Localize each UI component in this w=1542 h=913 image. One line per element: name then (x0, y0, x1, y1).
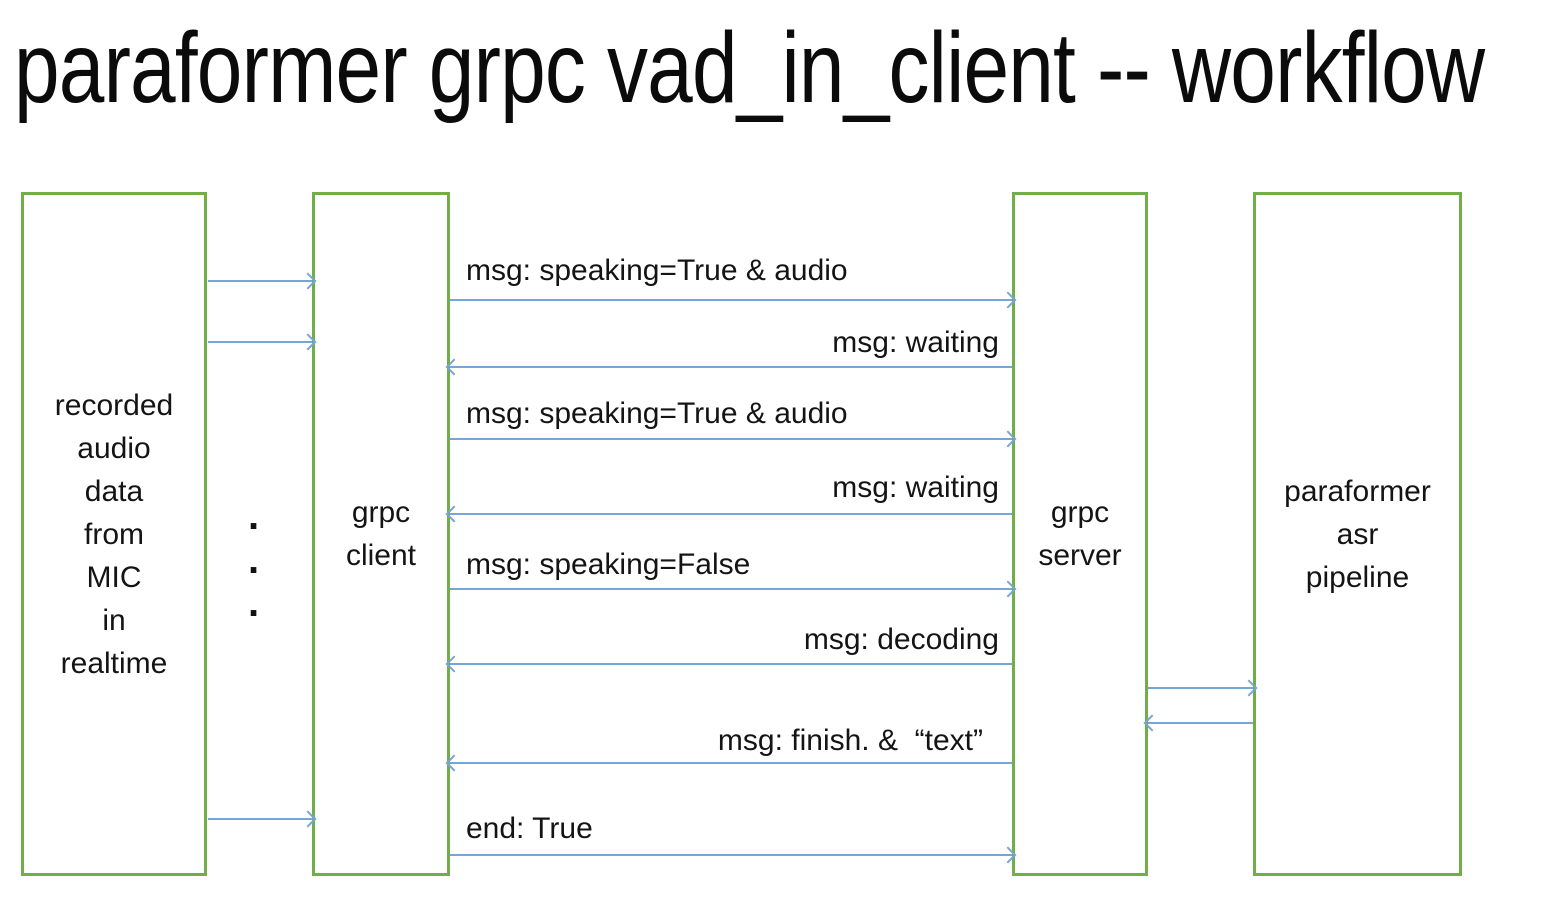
message-label-speaking-true-1: msg: speaking=True & audio (466, 254, 848, 287)
page-title: paraformer grpc vad_in_client -- workflo… (14, 12, 1485, 124)
arrow-mic-to-client-2 (208, 333, 317, 351)
box-line: grpc (1050, 496, 1110, 529)
arrow-mic-to-client-1 (208, 272, 317, 290)
box-line: pipeline (1305, 560, 1410, 594)
message-label-decoding: msg: decoding (803, 623, 999, 656)
box-line: from (84, 517, 144, 551)
ellipsis-dot: . (248, 538, 260, 582)
box-grpc-client-label: grpc client (346, 491, 416, 577)
arrow-server-to-client-msg7 (445, 754, 1012, 772)
message-label-speaking-false: msg: speaking=False (466, 548, 751, 581)
box-paraformer-asr-label: paraformer asr pipeline (1284, 470, 1431, 599)
box-paraformer-asr: paraformer asr pipeline (1253, 192, 1462, 876)
message-label-finish-text: msg: finish. & “text” (717, 724, 983, 757)
message-label-waiting-2: msg: waiting (832, 471, 999, 504)
box-line: recorded (54, 388, 174, 422)
message-label-speaking-true-2: msg: speaking=True & audio (466, 397, 848, 430)
message-label-end-true: end: True (466, 812, 593, 845)
arrow-client-to-server-msg1 (450, 291, 1017, 309)
box-line: realtime (60, 646, 168, 680)
arrow-asr-to-server (1143, 714, 1253, 732)
box-line: asr (1336, 517, 1379, 551)
arrow-client-to-server-msg3 (450, 430, 1017, 448)
arrow-server-to-client-msg4 (445, 505, 1012, 523)
ellipsis-dot: . (248, 494, 260, 538)
box-line: paraformer (1284, 474, 1431, 508)
box-recorded-audio: recorded audio data from MIC in realtime (21, 192, 207, 876)
box-line: grpc (351, 496, 411, 529)
message-label-waiting-1: msg: waiting (832, 326, 999, 359)
box-line: data (84, 474, 144, 508)
box-recorded-audio-label: recorded audio data from MIC in realtime (55, 384, 173, 685)
box-line: client (345, 539, 417, 572)
box-line: in (102, 603, 126, 637)
arrow-client-to-server-msg8 (450, 846, 1017, 864)
ellipsis-dot: . (248, 581, 260, 625)
arrow-server-to-asr (1148, 679, 1258, 697)
arrow-server-to-client-msg2 (445, 358, 1012, 376)
box-grpc-client: grpc client (312, 192, 450, 876)
box-grpc-server-label: grpc server (1038, 491, 1121, 577)
box-line: audio (77, 431, 151, 465)
arrow-mic-to-client-3 (208, 810, 317, 828)
box-line: server (1038, 539, 1122, 572)
box-grpc-server: grpc server (1012, 192, 1148, 876)
box-line: MIC (86, 560, 142, 594)
arrow-server-to-client-msg6 (445, 655, 1012, 673)
arrow-client-to-server-msg5 (450, 580, 1017, 598)
